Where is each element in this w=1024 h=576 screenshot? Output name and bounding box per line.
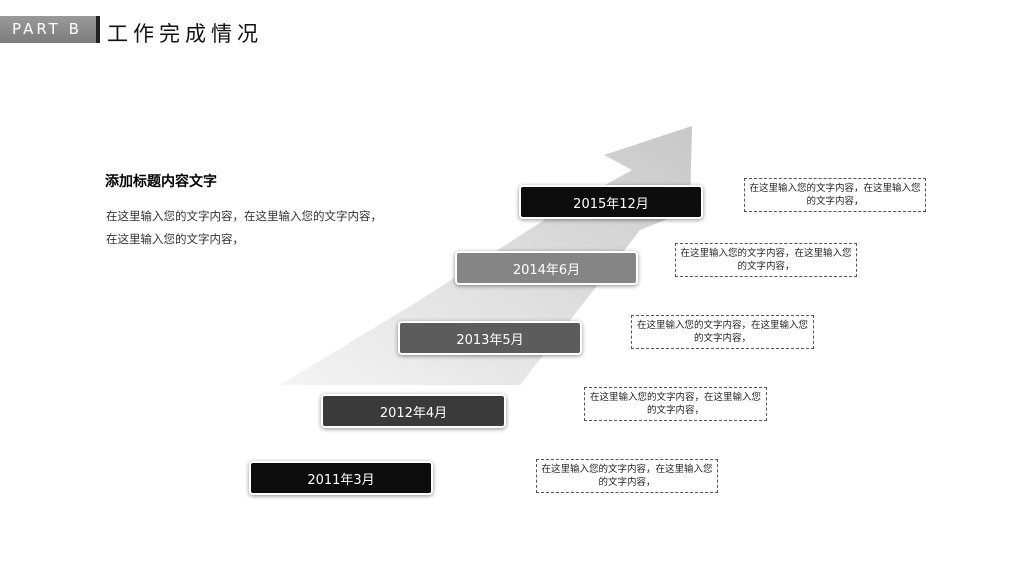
timeline-step-2013-05: 2013年5月 bbox=[398, 321, 582, 355]
timeline-note-2011-03: 在这里输入您的文字内容，在这里输入您的文字内容， bbox=[536, 459, 718, 493]
section-body-line-2: 在这里输入您的文字内容， bbox=[106, 232, 244, 246]
timeline-note-2013-05: 在这里输入您的文字内容，在这里输入您的文字内容， bbox=[631, 315, 814, 349]
section-body: 在这里输入您的文字内容，在这里输入您的文字内容， 在这里输入您的文字内容， bbox=[106, 205, 426, 251]
timeline-step-2014-06: 2014年6月 bbox=[455, 251, 638, 285]
timeline-note-2012-04: 在这里输入您的文字内容，在这里输入您的文字内容， bbox=[584, 387, 767, 421]
part-badge: PART B bbox=[0, 16, 100, 43]
timeline-note-2015-12: 在这里输入您的文字内容，在这里输入您的文字内容， bbox=[744, 178, 926, 212]
timeline-step-2015-12: 2015年12月 bbox=[519, 185, 703, 219]
page-title: 工作完成情况 bbox=[107, 22, 263, 46]
timeline-step-2011-03: 2011年3月 bbox=[249, 461, 433, 495]
section-body-line-1: 在这里输入您的文字内容，在这里输入您的文字内容， bbox=[106, 209, 382, 223]
section-heading: 添加标题内容文字 bbox=[105, 174, 217, 190]
timeline-step-2012-04: 2012年4月 bbox=[321, 394, 506, 428]
timeline-note-2014-06: 在这里输入您的文字内容，在这里输入您的文字内容， bbox=[675, 243, 857, 277]
